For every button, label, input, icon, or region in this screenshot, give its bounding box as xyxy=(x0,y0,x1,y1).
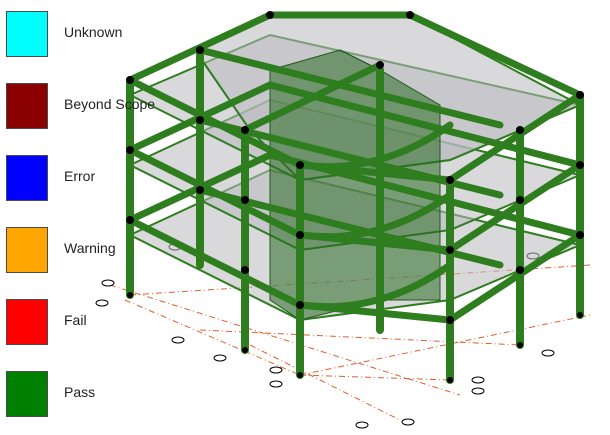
legend-swatch-pass xyxy=(6,371,48,417)
status-legend: Unknown Beyond Scope Error Warning Fail … xyxy=(0,0,170,435)
legend-swatch-warning xyxy=(6,227,48,273)
legend-label: Fail xyxy=(64,312,87,328)
legend-item-beyond-scope: Beyond Scope xyxy=(6,83,166,131)
frame-columns xyxy=(126,46,584,384)
legend-label: Pass xyxy=(64,384,96,400)
legend-item-pass: Pass xyxy=(6,371,166,419)
legend-label: Error xyxy=(64,168,96,184)
legend-swatch-fail xyxy=(6,299,48,345)
legend-item-fail: Fail xyxy=(6,299,166,347)
legend-item-unknown: Unknown xyxy=(6,11,166,59)
frame-nodes xyxy=(126,11,584,383)
frame-beams xyxy=(126,11,584,324)
legend-swatch-beyond-scope xyxy=(6,83,48,129)
legend-swatch-unknown xyxy=(6,11,48,57)
legend-label: Beyond Scope xyxy=(64,96,156,112)
legend-swatch-error xyxy=(6,155,48,201)
legend-item-warning: Warning xyxy=(6,227,166,275)
legend-label: Unknown xyxy=(64,24,123,40)
legend-label: Warning xyxy=(64,240,116,256)
legend-item-error: Error xyxy=(6,155,166,203)
